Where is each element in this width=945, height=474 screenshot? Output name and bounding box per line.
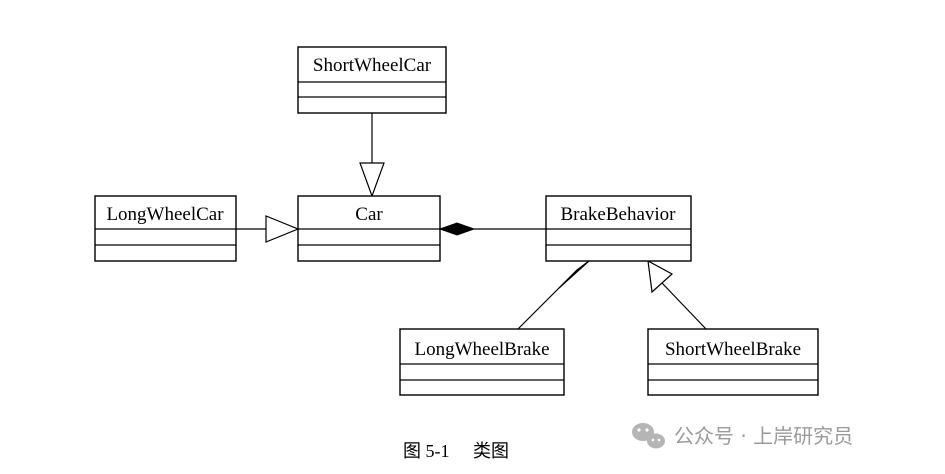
class-longwheelcar: LongWheelCar <box>94 195 237 262</box>
class-shortwheelcar: ShortWheelCar <box>297 46 447 114</box>
generalization-shortwheelbrake-to-brakebehavior <box>647 259 707 330</box>
class-brakebehavior: BrakeBehavior <box>545 195 692 262</box>
class-box <box>297 46 447 114</box>
generalization-longwheelcar-to-car <box>236 215 300 243</box>
class-box <box>399 328 565 396</box>
caption-number: 图 5-1 <box>403 441 450 461</box>
generalization-shortwheelcar-to-car <box>359 113 385 198</box>
class-name-label: ShortWheelCar <box>313 55 432 76</box>
class-name-label: Car <box>355 204 383 225</box>
hollow-triangle-arrowhead <box>647 259 674 294</box>
wechat-icon <box>632 423 665 449</box>
hollow-triangle-arrowhead <box>359 162 385 198</box>
hollow-triangle-arrowhead <box>265 215 300 243</box>
class-car: Car <box>297 195 441 262</box>
watermark: 公众号 · 上岸研究员 <box>632 423 853 449</box>
watermark-text: 公众号 · 上岸研究员 <box>674 424 853 448</box>
filled-diamond-marker <box>438 222 476 236</box>
class-name-label: LongWheelCar <box>106 204 224 225</box>
class-name-label: BrakeBehavior <box>560 204 676 225</box>
figure-caption: 图 5-1 类图 <box>403 441 509 461</box>
generalization-longwheelbrake-to-brakebehavior <box>517 260 590 330</box>
class-name-label: ShortWheelBrake <box>665 339 801 360</box>
connector-line <box>661 282 707 330</box>
composition-car-brakebehavior <box>438 222 546 236</box>
class-shortwheelbrake: ShortWheelBrake <box>647 328 819 396</box>
class-longwheelbrake: LongWheelBrake <box>399 328 565 396</box>
caption-title: 类图 <box>473 441 509 461</box>
class-name-label: LongWheelBrake <box>414 339 549 360</box>
hollow-triangle-arrowhead <box>558 260 590 289</box>
class-box <box>647 328 819 396</box>
